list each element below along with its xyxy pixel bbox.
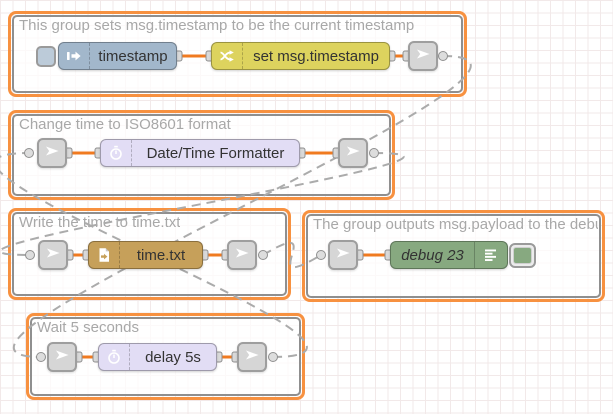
timer-icon xyxy=(99,344,130,370)
link-output-port[interactable] xyxy=(369,148,379,158)
link-input-port[interactable] xyxy=(25,250,35,260)
link-output-port[interactable] xyxy=(268,352,278,362)
inject-button[interactable] xyxy=(36,46,56,67)
link-plane-icon xyxy=(414,45,432,68)
file-out-icon xyxy=(89,242,120,268)
link-plane-icon xyxy=(334,244,352,267)
link-plane-icon xyxy=(53,346,71,369)
link-wire[interactable] xyxy=(12,55,472,358)
timer-icon xyxy=(101,140,132,166)
change-node[interactable]: set msg.timestamp xyxy=(211,42,390,70)
link-plane-icon xyxy=(243,346,261,369)
link-in-node[interactable] xyxy=(328,240,358,270)
link-output-port[interactable] xyxy=(438,51,448,61)
inject-arrow-icon xyxy=(59,43,90,69)
link-plane-icon xyxy=(44,244,62,267)
debug-node[interactable]: debug 23 xyxy=(390,241,508,269)
link-out-node[interactable] xyxy=(237,342,267,372)
node-label: set msg.timestamp xyxy=(253,47,379,65)
file-node[interactable]: time.txt xyxy=(88,241,203,269)
link-plane-icon xyxy=(43,142,61,165)
link-plane-icon xyxy=(344,142,362,165)
link-in-node[interactable] xyxy=(37,138,67,168)
group-label: Write the time to time.txt xyxy=(19,214,181,231)
link-in-node[interactable] xyxy=(47,342,77,372)
group-label: The group outputs msg.payload to the deb… xyxy=(313,216,598,233)
shuffle-icon xyxy=(212,43,243,69)
debug-list-icon xyxy=(474,242,507,268)
node-label: timestamp xyxy=(98,47,168,65)
link-wire[interactable] xyxy=(262,241,322,269)
date-formatter-node[interactable]: Date/Time Formatter xyxy=(100,139,300,167)
debug-toggle-button[interactable] xyxy=(509,243,536,268)
link-input-port[interactable] xyxy=(24,148,34,158)
link-wire[interactable] xyxy=(0,152,405,256)
group-label: Change time to ISO8601 format xyxy=(19,116,231,133)
link-plane-icon xyxy=(233,244,251,267)
debug-toggle-state xyxy=(513,247,532,264)
link-input-port[interactable] xyxy=(36,352,46,362)
link-in-node[interactable] xyxy=(38,240,68,270)
group-label: This group sets msg.timestamp to be the … xyxy=(19,17,415,34)
node-label: delay 5s xyxy=(145,348,201,366)
node-label: debug 23 xyxy=(401,246,464,264)
link-input-port[interactable] xyxy=(316,250,326,260)
node-label: Date/Time Formatter xyxy=(146,144,285,162)
group-label: Wait 5 seconds xyxy=(37,319,139,336)
link-out-node[interactable] xyxy=(338,138,368,168)
node-label: time.txt xyxy=(136,246,186,264)
delay-node[interactable]: delay 5s xyxy=(98,343,217,371)
inject-node[interactable]: timestamp xyxy=(58,42,177,70)
link-out-node[interactable] xyxy=(227,240,257,270)
link-out-node[interactable] xyxy=(408,41,438,71)
link-output-port[interactable] xyxy=(258,250,268,260)
